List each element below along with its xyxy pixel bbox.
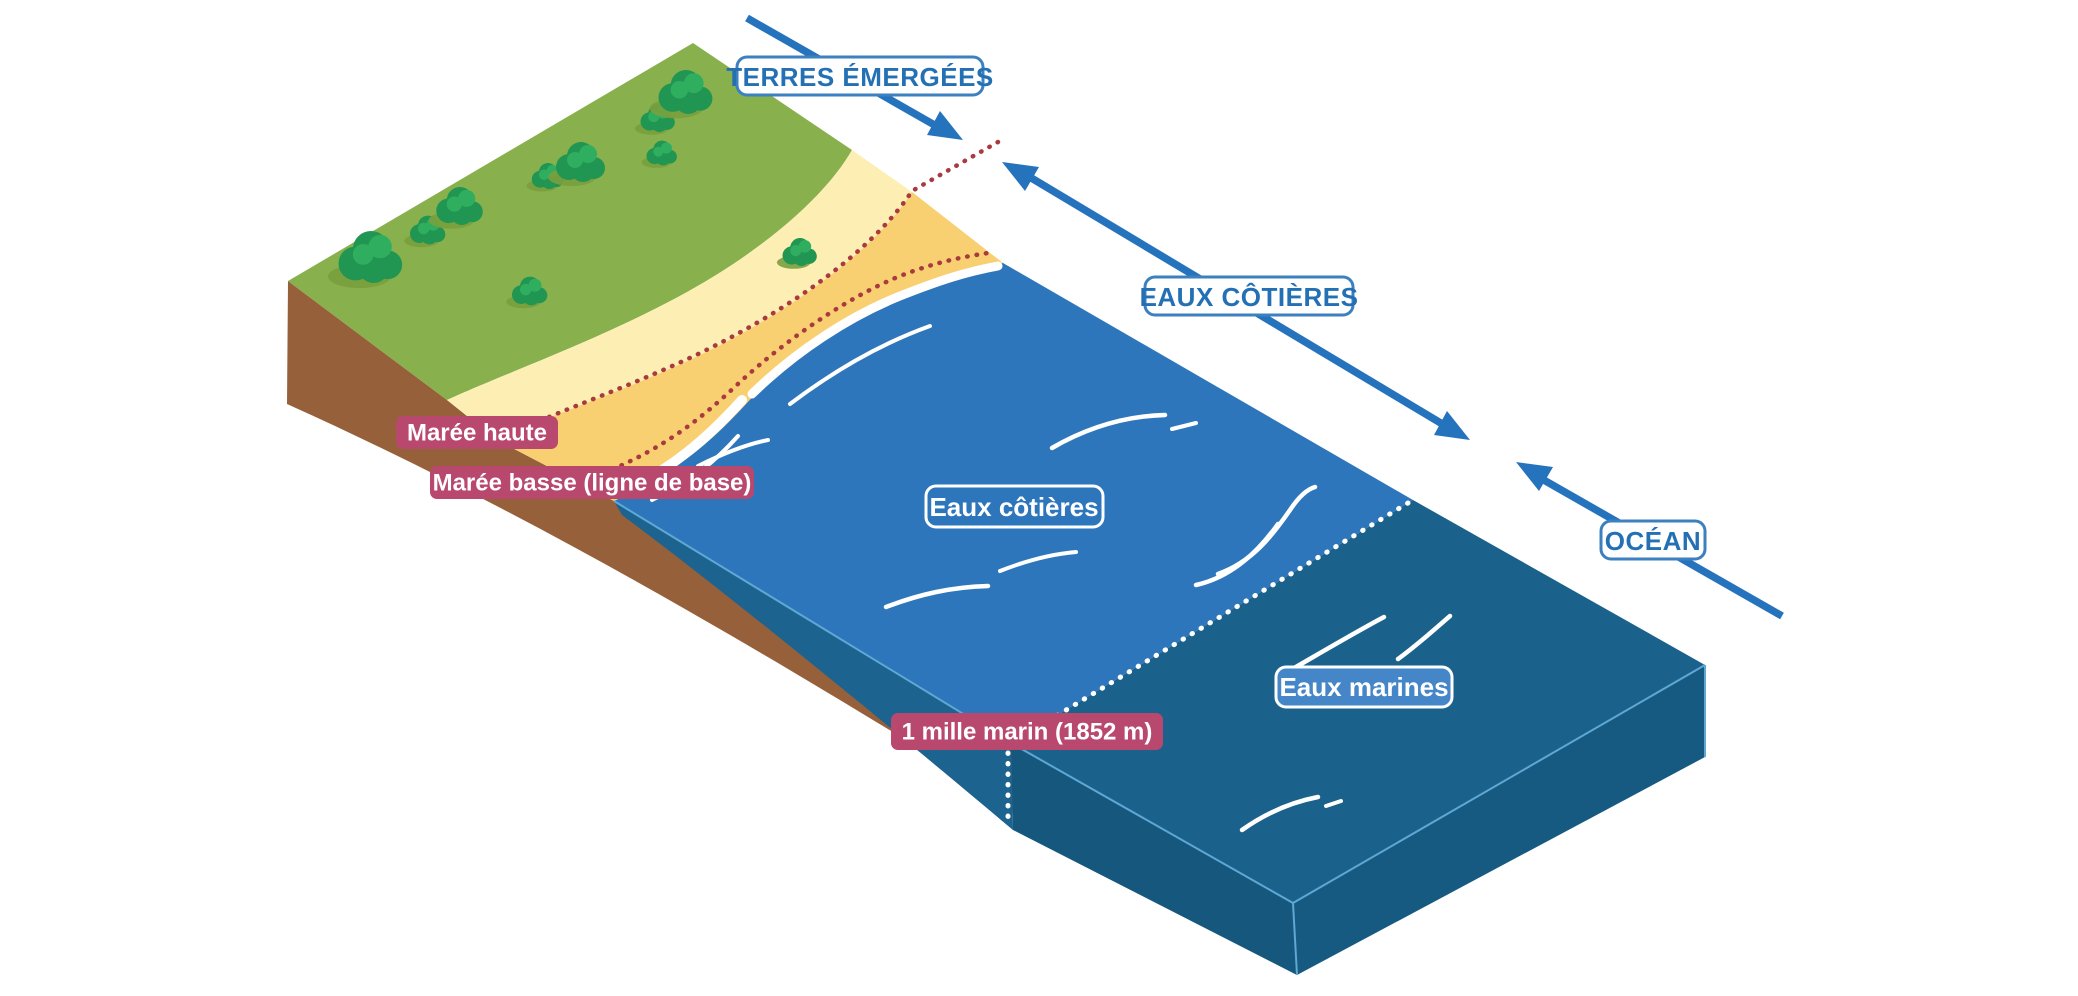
coastal-water-front-face [614, 501, 1013, 830]
land-arrowhead [927, 111, 963, 140]
grass-surface [288, 43, 852, 400]
coastal-arrowhead-down [1434, 411, 1470, 440]
label-mille-marin: 1 mille marin (1852 m) [891, 713, 1163, 750]
tide-lines [494, 139, 1001, 476]
label-terres-emergees: TERRES ÉMERGÉES [726, 55, 994, 97]
label-maree-basse: Marée basse (ligne de base) [430, 466, 754, 499]
beach-upper [447, 150, 912, 440]
span-arrowheads [927, 111, 1553, 491]
terres-emergees-text: TERRES ÉMERGÉES [726, 62, 994, 92]
label-eaux-marines-surface: Eaux marines [1274, 665, 1454, 709]
label-eaux-cotieres-arrow: EAUX CÔTIÈRES [1140, 275, 1359, 317]
mille-marin-text: 1 mille marin (1852 m) [902, 719, 1153, 746]
ocean-arrowhead [1516, 462, 1553, 491]
low-tide-dotted-line [601, 250, 991, 476]
block-edge-highlights [613, 500, 1706, 976]
marine-water-side-face [1293, 665, 1705, 975]
label-maree-haute: Marée haute [396, 416, 558, 449]
label-eaux-cotieres-surface: Eaux côtières [924, 484, 1105, 529]
eaux-marines-surface-text: Eaux marines [1279, 672, 1448, 702]
marine-water-front-face [1011, 743, 1297, 975]
mile-boundary-dotted-line [1012, 500, 1411, 744]
label-ocean: OCÉAN [1599, 519, 1707, 561]
coastal-water-surface [614, 263, 1413, 743]
eaux-cotieres-arrow-text: EAUX CÔTIÈRES [1140, 282, 1359, 312]
high-tide-dotted-line [494, 139, 1001, 443]
nautical-mile-boundary [1005, 500, 1411, 821]
marine-wave-marks [1239, 613, 1453, 833]
maree-basse-text: Marée basse (ligne de base) [433, 470, 752, 497]
beach-foreshore [497, 192, 1003, 501]
maree-haute-text: Marée haute [407, 420, 547, 447]
coastal-wave-marks [696, 412, 1318, 610]
coastal-arrowhead-up [1002, 162, 1039, 191]
eaux-cotieres-surface-text: Eaux côtières [929, 492, 1098, 522]
ocean-text: OCÉAN [1605, 526, 1701, 556]
